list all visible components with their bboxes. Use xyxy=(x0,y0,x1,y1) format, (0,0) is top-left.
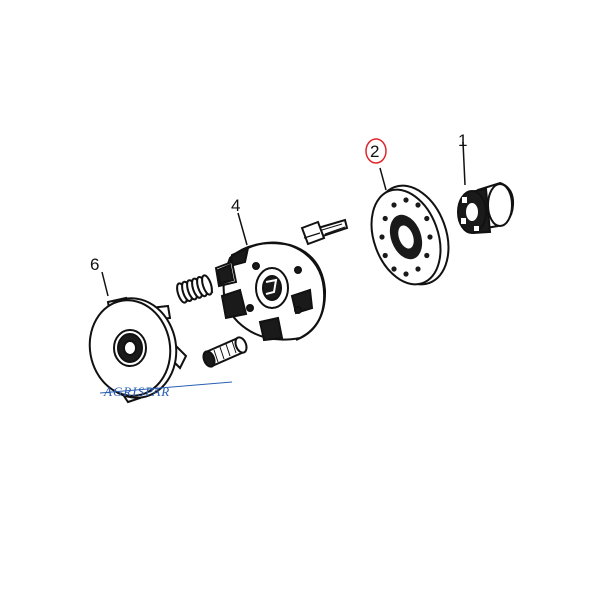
disc-hole xyxy=(382,252,388,259)
spring-coil xyxy=(201,274,213,296)
disc-hole xyxy=(382,215,388,222)
callout-1: 1 xyxy=(458,131,467,150)
disc-hole xyxy=(427,234,433,240)
coil-spring xyxy=(176,274,214,304)
disc-hole xyxy=(403,271,409,277)
leader-line-4 xyxy=(237,212,248,246)
bolt xyxy=(300,218,349,246)
part-1-hub xyxy=(457,181,515,235)
disc-hole xyxy=(415,266,421,272)
disc-hole xyxy=(391,266,397,272)
disc-hole xyxy=(415,202,421,208)
part-2-toothed-disc xyxy=(370,184,450,286)
callout-6: 6 xyxy=(90,255,99,274)
callout-2-highlight-circle xyxy=(365,138,387,164)
callout-4: 4 xyxy=(231,196,240,215)
roller-pin xyxy=(202,336,248,368)
disc-hole xyxy=(391,202,397,208)
leader-line-2 xyxy=(379,167,387,191)
part-6-flange xyxy=(88,296,188,404)
callout-2: 2 xyxy=(370,142,379,161)
leader-line-6 xyxy=(101,271,109,297)
part-4-hub-body xyxy=(214,241,327,342)
leader-line-1 xyxy=(462,141,466,186)
disc-hole xyxy=(424,252,430,259)
disc-hole xyxy=(379,234,385,240)
disc-hole xyxy=(403,197,409,203)
watermark-text: AGRISPAR xyxy=(103,384,170,399)
disc-hole xyxy=(424,215,430,222)
watermark: AGRISPAR xyxy=(99,381,233,399)
